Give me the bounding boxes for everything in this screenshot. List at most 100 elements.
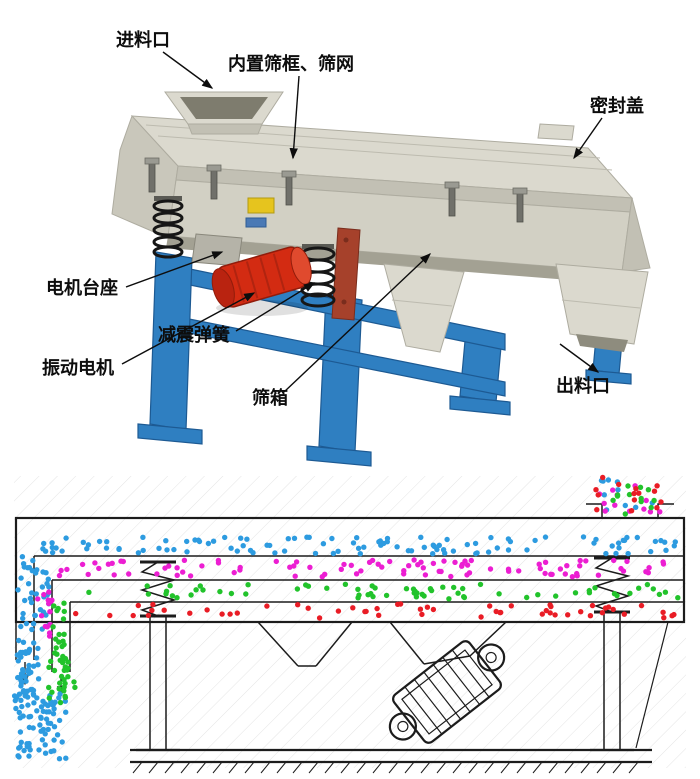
particle-dot [292,573,298,579]
particle-dot [577,557,583,564]
particle-dot [341,561,347,568]
particle-dot [496,591,502,597]
particle-dot [675,595,681,601]
particle-dot [46,630,53,636]
particle-dot [16,709,22,716]
particle-dot [633,486,639,492]
hatch-tick [612,761,623,774]
particle-dot [362,608,368,615]
schematic-motor [388,640,506,744]
particle-dot [374,605,380,612]
particle-dot [643,569,649,575]
particle-dot [418,534,424,540]
particle-dot [58,673,65,680]
particle-dot [621,537,628,544]
particle-dot [430,560,437,567]
particle-dot [543,607,549,614]
particle-dot [657,509,663,515]
particle-dot [59,739,65,745]
particle-dot [603,550,609,557]
particle-dot [594,507,600,513]
plate-bolt [341,299,347,305]
particle-dot [628,508,635,514]
particle-dot [474,550,480,556]
particle-dot [171,546,177,553]
particle-dot [631,497,638,503]
hatch-tick [196,761,207,774]
particle-dot [92,560,98,566]
lid-seam [157,135,613,171]
warning-sticker [247,197,275,214]
particle-dot [536,561,542,567]
particle-dot [574,570,580,577]
particle-dot [41,591,47,598]
particle-dot [614,592,620,599]
particle-dot [524,594,530,601]
particle-dot [395,601,401,607]
particle-dot [42,731,48,737]
particle-dot [174,595,180,601]
particle-dot [80,539,87,545]
particle-dot [406,563,412,569]
hatch-tick [228,761,239,774]
particle-dot [497,609,503,616]
particle-dot [17,715,23,721]
particle-dot [652,538,659,545]
particle-dot [40,569,46,575]
particle-dot [329,535,335,542]
motor-end-hub [397,720,409,733]
particle-dot [516,568,522,574]
particle-dot [65,674,71,680]
particle-dot [578,609,584,615]
particle-dot [422,572,429,578]
label-motor-base: 电机台座 [46,277,118,298]
particle-dot [436,542,442,548]
particle-dot [103,545,110,551]
particle-dot [85,542,92,548]
particle-dot [370,593,376,600]
particle-dot [130,612,136,619]
ground-hatching [132,761,639,774]
particle-dot [441,558,447,564]
particle-dot [25,702,31,708]
particle-dot [663,547,669,553]
particle-dot [643,497,649,504]
particle-dot [26,648,32,654]
particle-dot [215,557,222,564]
particle-dot [56,756,63,762]
particle-dot [589,602,596,609]
particle-dot [62,664,68,670]
hatch-tick [468,761,479,774]
particle-dot [365,592,371,598]
particle-dot [217,588,223,595]
particle-dot [12,697,18,704]
particle-dot [161,607,167,613]
particle-dot [651,488,658,494]
particle-dot [35,596,41,602]
particle-dot [15,658,21,664]
particle-dot [592,585,598,591]
particle-dot [291,535,298,541]
particle-dot [57,680,63,686]
particle-dot [18,575,24,581]
particle-dot [660,561,667,567]
particle-dot [355,586,361,592]
schematic-funnel [257,621,353,667]
hatch-tick [404,761,415,774]
particle-dot [384,535,391,542]
particle-dot [472,540,479,547]
particle-dot [20,639,27,645]
particle-dot [595,572,602,578]
particle-dot [150,601,156,608]
particle-dot [319,574,325,580]
particle-dot [15,587,21,593]
particle-dot [651,497,657,504]
hatch-tick [180,761,191,774]
toggle-clamp [444,181,460,217]
particle-dot [361,544,367,550]
particle-dot [105,561,112,567]
particle-dot [210,538,217,544]
particle-dot [417,606,424,612]
label-seal-cover: 密封盖 [590,95,644,116]
